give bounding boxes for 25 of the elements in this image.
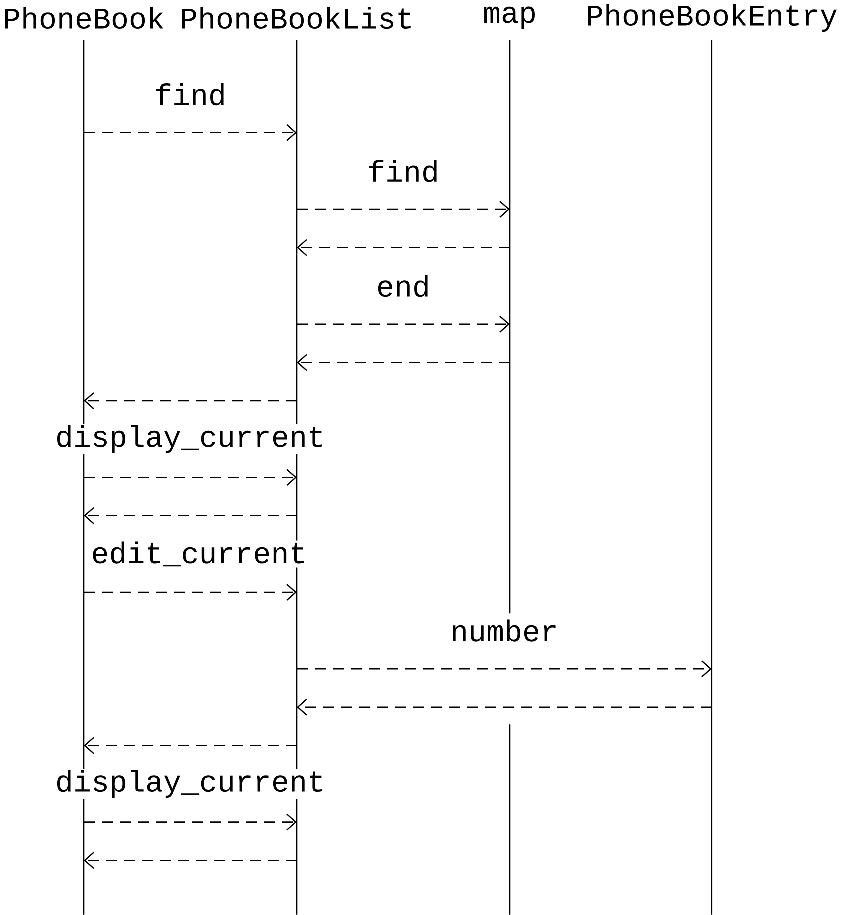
message-arrow <box>84 507 297 524</box>
message-arrow <box>84 584 297 601</box>
message-arrow <box>84 392 297 410</box>
message-arrow <box>297 201 510 218</box>
participant-label: PhoneBookEntry <box>588 4 837 32</box>
message-arrow <box>297 354 510 372</box>
message-label: display_current <box>54 424 327 454</box>
participant-label: map <box>484 6 535 30</box>
message-label: find <box>154 82 228 107</box>
message-arrow <box>297 660 712 678</box>
message-arrow <box>84 124 297 142</box>
message-label: edit_current <box>90 540 308 568</box>
participant-label: PhoneBook <box>5 6 164 30</box>
participant-label: PhoneBookList <box>182 6 411 30</box>
message-label: end <box>376 274 432 298</box>
message-arrow <box>84 852 297 870</box>
message-arrow <box>84 737 297 754</box>
message-arrow <box>297 239 510 256</box>
message-arrow <box>297 698 712 716</box>
message-arrow <box>84 814 297 831</box>
message-arrow <box>84 469 297 486</box>
message-arrow <box>297 316 510 333</box>
message-label: number <box>450 618 560 643</box>
message-label: find <box>366 159 440 184</box>
message-label: display_current <box>54 769 327 799</box>
